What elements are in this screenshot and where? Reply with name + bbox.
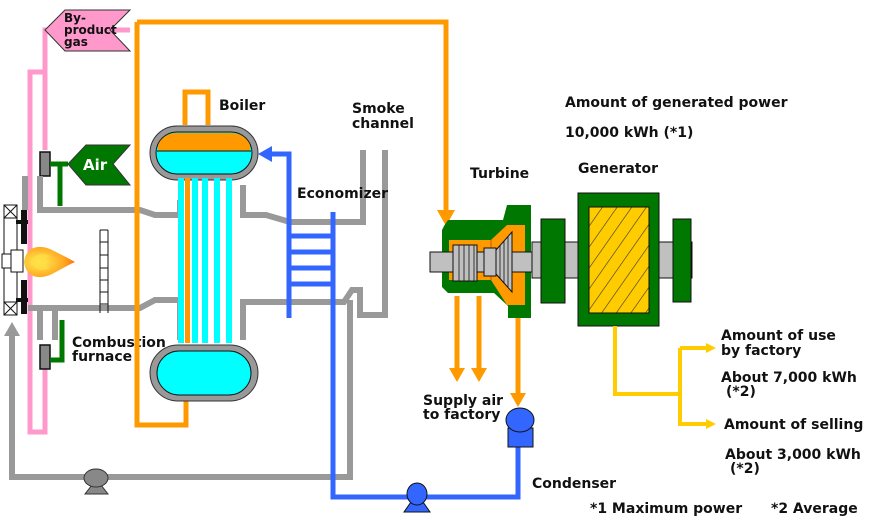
smoke-channel-label-1: Smoke: [352, 101, 405, 117]
byproduct-gas-tag: By- product gas: [44, 9, 132, 52]
selling-title: Amount of selling: [724, 417, 863, 433]
note-max-power: *1 Maximum power: [590, 501, 742, 517]
supply-air-label-1: Supply air: [423, 393, 503, 409]
condenser: [505, 407, 535, 448]
factory-use-title-1: Amount of use: [721, 328, 836, 344]
gray-pump-icon: [83, 468, 110, 495]
flame-icon: [24, 246, 75, 278]
factory-use-value-2: (*2): [726, 384, 756, 400]
gas-valve-top: [39, 151, 51, 177]
air-label: Air: [83, 156, 108, 174]
factory-arrow-icon: [706, 343, 716, 353]
arrow-up-icon: [4, 322, 20, 336]
byproduct-label-2: product: [64, 23, 117, 37]
generator: [531, 192, 693, 327]
factory-use-value-1: About 7,000 kWh: [721, 370, 857, 386]
economizer-label: Economizer: [297, 186, 388, 202]
furnace-ladder: [99, 229, 109, 313]
gas-valve-bottom: [39, 344, 51, 370]
smoke-channel-label-2: channel: [352, 116, 414, 132]
blue-pump-icon: [403, 482, 431, 513]
combustion-label-2: furnace: [72, 349, 132, 365]
selling-value-1: About 3,000 kWh: [725, 447, 861, 463]
generated-power-value: 10,000 kWh (*1): [565, 125, 693, 141]
condenser-label: Condenser: [532, 476, 616, 492]
selling-value-2: (*2): [730, 461, 760, 477]
generator-label: Generator: [578, 161, 658, 177]
byproduct-gas-pipe: [27, 27, 130, 435]
byproduct-label-3: gas: [64, 35, 88, 49]
turbine: [429, 205, 533, 318]
steam-arrow-icon: [437, 210, 455, 226]
boiler-label: Boiler: [219, 98, 265, 114]
gray-return-pipe: [9, 310, 353, 480]
factory-use-title-2: by factory: [721, 343, 801, 359]
air-tag: Air: [67, 144, 132, 186]
feedwater-arrow-icon: [258, 146, 272, 162]
note-average: *2 Average: [771, 501, 858, 517]
supply-air-label-2: to factory: [423, 407, 500, 423]
burner: [1, 204, 28, 316]
selling-arrow-icon: [706, 419, 716, 429]
air-line: [50, 161, 68, 363]
turbine-label: Turbine: [470, 166, 529, 182]
steam-pipe: [134, 19, 449, 428]
condenser-arrow-icon: [510, 393, 526, 407]
combustion-label-1: Combustion: [72, 335, 166, 351]
flue-duct: [240, 150, 388, 360]
byproduct-label-1: By-: [64, 11, 86, 25]
supply-arrow-2-icon: [471, 368, 487, 382]
boiler: [149, 125, 259, 402]
generated-power-title: Amount of generated power: [565, 95, 788, 111]
electricity-lines: [613, 326, 708, 426]
supply-arrow-1-icon: [449, 368, 465, 382]
supply-air-pipes: [454, 296, 521, 395]
